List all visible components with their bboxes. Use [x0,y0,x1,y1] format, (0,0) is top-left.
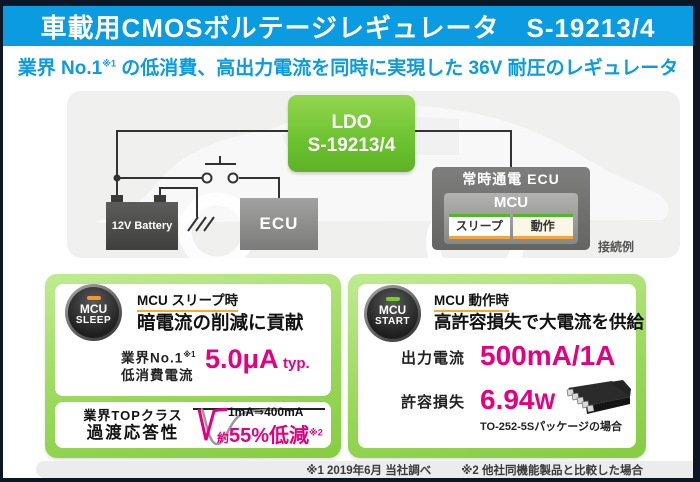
start-title-text: MCU 動作時 [434,289,509,312]
ecu-block: ECU [240,198,318,250]
package-note: TO-252-5Sパッケージの場合 [480,421,622,433]
start-headline: 高許容損失で大電流を供給 [434,312,644,332]
wire-junction-dot [113,174,121,182]
power-dissipation-label: 許容損失 [401,394,466,411]
always-on-ecu-label: 常時通電 ECU [462,171,560,187]
output-current-value: 500mA/1A [480,340,615,372]
start-button-text1: MCU [378,303,407,317]
battery-terminal-minus [154,195,166,202]
battery-label: 12V Battery [111,220,173,232]
ecu-label: ECU [259,214,299,233]
output-current-number: 500mA/1A [480,340,616,371]
power-dissipation-number: 6.94 [480,384,535,415]
package-icon [566,380,631,414]
power-dissipation-unit: W [534,389,556,414]
transient-approx: 約 [217,431,230,445]
battery-block: 12V Battery [106,202,178,250]
transient-condition: 1mA⇒400mA [228,405,304,419]
sleep-metric-label: 業界No.1※1 低消費電流 [121,346,196,384]
subtitle-rest: の低消費、高出力電流を同時に実現した 36V 耐圧のレギュレータ [115,58,679,79]
always-on-ecu-block: 常時通電 ECU MCU スリープ 動作 [432,167,590,250]
mcu-sleep-button-icon: MCU SLEEP [65,284,122,341]
sleep-title: MCU スリープ時 [137,289,239,312]
sleep-button-text2: SLEEP [75,315,112,326]
footnote-bar: ※1 2019年6月 当社調べ ※2 他社同機能製品と比較した場合 [36,461,693,478]
sleep-metric-footnote-mark: ※1 [183,350,196,359]
transient-label2: 過渡応答性 [86,424,180,442]
mcu-block: MCU スリープ 動作 [444,193,578,244]
start-button-text2: START [374,316,411,327]
transient-result-value: 55%低減 [229,425,310,447]
switch-contact-right [227,172,239,184]
subtitle-lead: 業界 No.1 [17,58,103,79]
circuit-wires [113,130,512,232]
title-bar: 車載用CMOSボルテージレギュレータ S-19213/4 [3,6,693,46]
sleep-value-number: 5.0μA [205,344,279,374]
frame-edge-right [693,0,700,482]
sleep-metric-value: 5.0μA typ. [205,344,310,375]
transient-result: 約55%低減※2 [217,419,323,448]
subtitle-footnote-mark: ※1 [102,58,116,69]
sleep-value-suffix: typ. [283,355,310,372]
transient-label: 業界TOPクラス 過渡応答性 [73,407,193,443]
battery-terminal-plus [111,195,123,202]
footnote-2: ※2 他社同機能製品と比較した場合 [461,464,643,477]
subtitle: 業界 No.1※1 の低消費、高出力電流を同時に実現した 36V 耐圧のレギュレ… [3,53,693,80]
sleep-feature-panel: MCU SLEEP MCU スリープ時 暗電流の削減に貢献 業界No.1※1 低… [45,274,341,458]
start-title: MCU 動作時 [434,289,509,312]
start-feature-panel: MCU START MCU 動作時 高許容損失で大電流を供給 出力電流 500m… [348,274,646,458]
power-dissipation-value: 6.94W [480,384,555,416]
ldo-block: LDO S-19213/4 [288,95,415,172]
sleep-title-text: MCU スリープ時 [137,289,239,312]
frame-edge-top [0,0,700,6]
footnote-1: ※1 2019年6月 当社調べ [306,464,432,477]
transient-footnote-mark: ※2 [309,427,323,438]
transient-card: 業界TOPクラス 過渡応答性 1mA⇒400mA 約55%低減※2 [55,402,331,448]
sleep-lamp-icon [86,296,101,300]
frame-edge-bottom [0,478,700,482]
frame-edge-left [0,0,3,482]
switch-contact-left [201,172,213,184]
connection-diagram: LDO S-19213/4 12V Battery ECU 常時通電 ECU M… [67,91,680,258]
start-lamp-icon [385,297,400,301]
output-current-label: 出力電流 [401,350,466,367]
tab-active: 動作 [512,214,573,239]
mcu-start-button-icon: MCU START [364,285,421,342]
page-title: 車載用CMOSボルテージレギュレータ S-19213/4 [40,12,656,43]
sleep-main-card: MCU SLEEP MCU スリープ時 暗電流の削減に貢献 業界No.1※1 低… [55,284,331,396]
transient-waveform-chart [193,407,325,446]
mcu-label: MCU [493,194,529,211]
mcu-state-tabs: スリープ 動作 [449,214,573,239]
sleep-button-text1: MCU [79,302,108,316]
tab-sleep: スリープ [449,214,510,239]
sleep-metric-label2: 低消費電流 [121,367,194,383]
sleep-headline: 暗電流の削減に貢献 [137,312,304,333]
transient-label1: 業界TOPクラス [83,408,183,423]
ldo-label-line2: S-19213/4 [307,134,396,156]
start-main-card: MCU START MCU 動作時 高許容損失で大電流を供給 出力電流 500m… [358,284,644,448]
diagram-caption: 接続例 [598,240,635,254]
ldo-label-line1: LDO [331,111,372,133]
sleep-metric-label1: 業界No.1 [121,350,184,366]
